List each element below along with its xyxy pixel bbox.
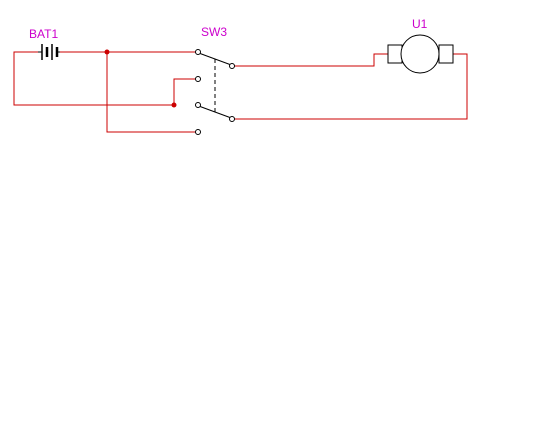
wire-battery-left-loop xyxy=(13,51,174,106)
switch-contact xyxy=(195,49,201,55)
battery-symbol xyxy=(38,44,60,60)
junction-dot-middle xyxy=(171,102,177,108)
wire-switch-to-motor-right xyxy=(234,53,468,120)
wire-crossover-upper xyxy=(173,78,196,105)
switch-contact xyxy=(229,63,235,69)
switch-contact xyxy=(229,116,235,122)
switch-contact xyxy=(195,76,201,82)
motor-body xyxy=(400,34,440,74)
wire-junction-to-bottom-contact xyxy=(106,52,196,133)
switch-contact xyxy=(195,102,201,108)
switch-symbol xyxy=(195,49,235,135)
motor-right-terminal xyxy=(438,44,454,64)
wire-switch-to-motor-left xyxy=(234,53,388,67)
motor-left-terminal xyxy=(387,44,403,64)
motor-symbol xyxy=(387,34,454,74)
wires xyxy=(13,51,468,133)
junction-dot-top xyxy=(104,49,110,55)
motor-label: U1 xyxy=(412,17,428,31)
battery-label: BAT1 xyxy=(29,27,58,41)
switch-label: SW3 xyxy=(201,25,227,39)
switch-contact xyxy=(195,129,201,135)
